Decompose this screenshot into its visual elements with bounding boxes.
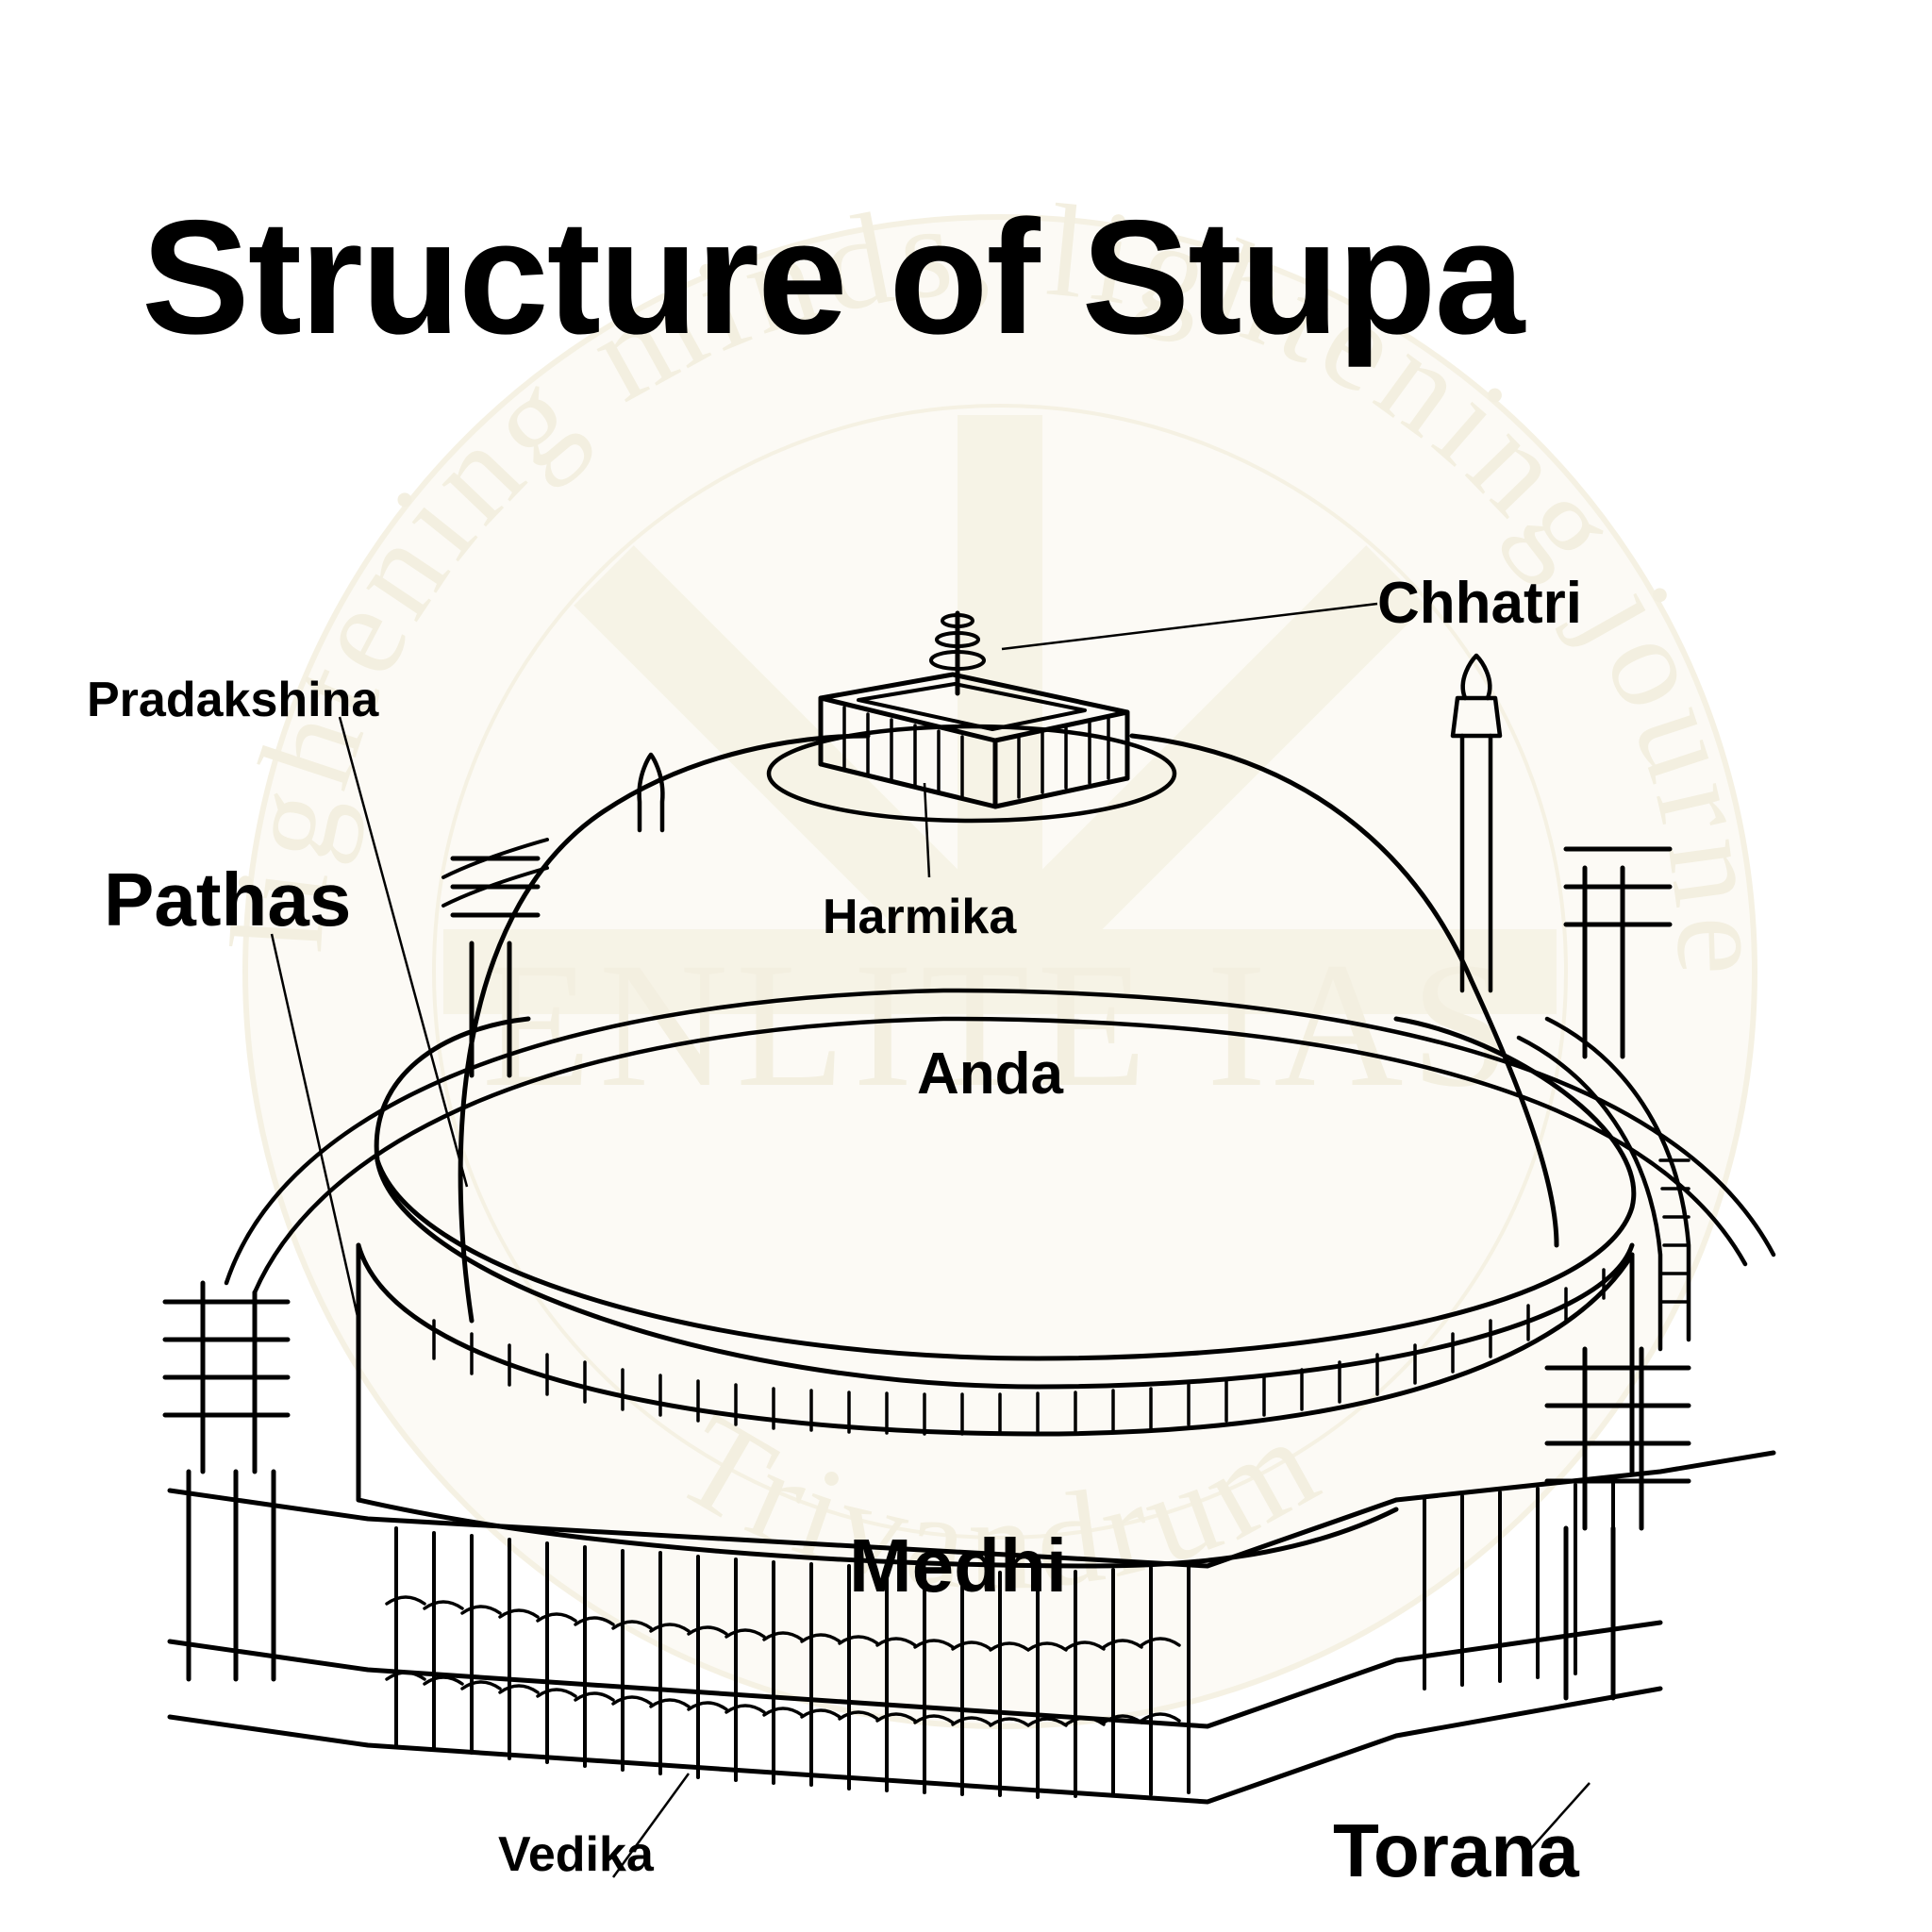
leader-pradakshina	[338, 716, 469, 1188]
outer-vedika-railing	[167, 988, 1776, 1805]
label-chhatri: Chhatri	[1377, 571, 1582, 636]
leader-harmika	[923, 782, 931, 878]
leader-vedika	[611, 1773, 691, 1878]
staircase	[1516, 1016, 1691, 1352]
torana-left-front	[162, 1280, 291, 1682]
label-vedika: Vedika	[498, 1827, 654, 1882]
leader-chhatri	[1001, 602, 1378, 651]
right-pillar	[1450, 653, 1503, 993]
torana-left-back	[441, 838, 549, 1078]
torana-right-front	[1544, 1346, 1691, 1701]
label-anda: Anda	[917, 1041, 1063, 1107]
chhatri	[929, 610, 986, 696]
watermark-name: ENLITE IAS	[482, 926, 1518, 1124]
leader-torana	[1525, 1782, 1591, 1855]
harmika	[818, 672, 1130, 809]
pradakshina-railing	[374, 1016, 1637, 1436]
page-title: Structure of Stupa	[142, 187, 1524, 368]
leader-pathas	[270, 933, 360, 1322]
label-torana: Torana	[1333, 1808, 1579, 1892]
label-pradakshina: Pradakshina	[87, 673, 379, 727]
left-pillar	[637, 752, 665, 833]
torana-right-back	[1563, 846, 1673, 1059]
label-medhi: Medhi	[849, 1524, 1068, 1607]
label-pathas: Pathas	[104, 858, 352, 941]
label-harmika: Harmika	[823, 890, 1017, 944]
